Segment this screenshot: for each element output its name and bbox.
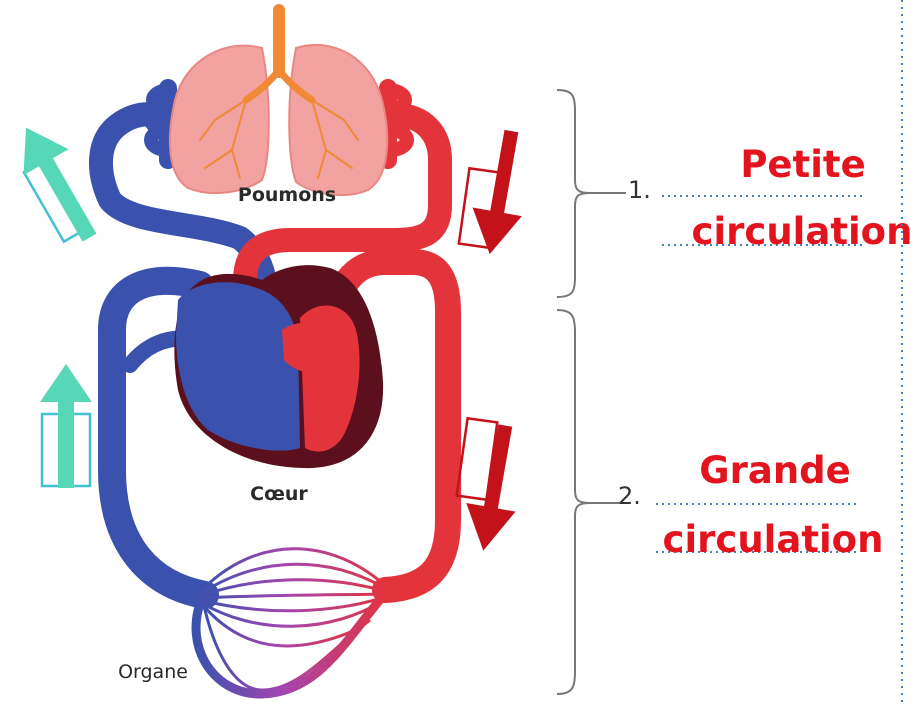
item-2-answer-line1: Grande: [699, 449, 851, 492]
organ-label: Organe: [118, 661, 188, 683]
item-2-number: 2.: [618, 482, 641, 510]
arrow-shaft: [483, 424, 512, 515]
item-1-answer-line1: Petite: [740, 143, 865, 186]
left-lung: [170, 46, 269, 193]
item-1-answer-line2: circulation: [692, 210, 913, 253]
heart-label: Cœur: [250, 483, 308, 505]
arrow-head: [40, 364, 92, 402]
right-lung: [289, 45, 387, 195]
brace-pulmonary-circulation: [557, 90, 590, 297]
lungs-label: Poumons: [238, 184, 336, 206]
arrow-head: [465, 207, 522, 258]
lungs: [170, 10, 387, 195]
item-2-answer-line2: circulation: [663, 518, 884, 561]
arrow-head: [459, 503, 516, 555]
brace-systemic-circulation: [557, 310, 590, 694]
capillary: [200, 594, 388, 598]
flow-arrow-lungs-rich: [459, 127, 536, 259]
flow-arrow-body-poor: [40, 364, 92, 488]
arrow-head: [3, 115, 68, 176]
arrow-shaft: [489, 130, 518, 221]
heart-right-side: [176, 282, 300, 450]
item-1-number: 1.: [628, 176, 651, 204]
flow-arrow-body-rich: [457, 418, 530, 555]
arrow-shaft: [38, 156, 97, 242]
heart: [174, 265, 383, 468]
arrow-shaft: [58, 398, 74, 488]
